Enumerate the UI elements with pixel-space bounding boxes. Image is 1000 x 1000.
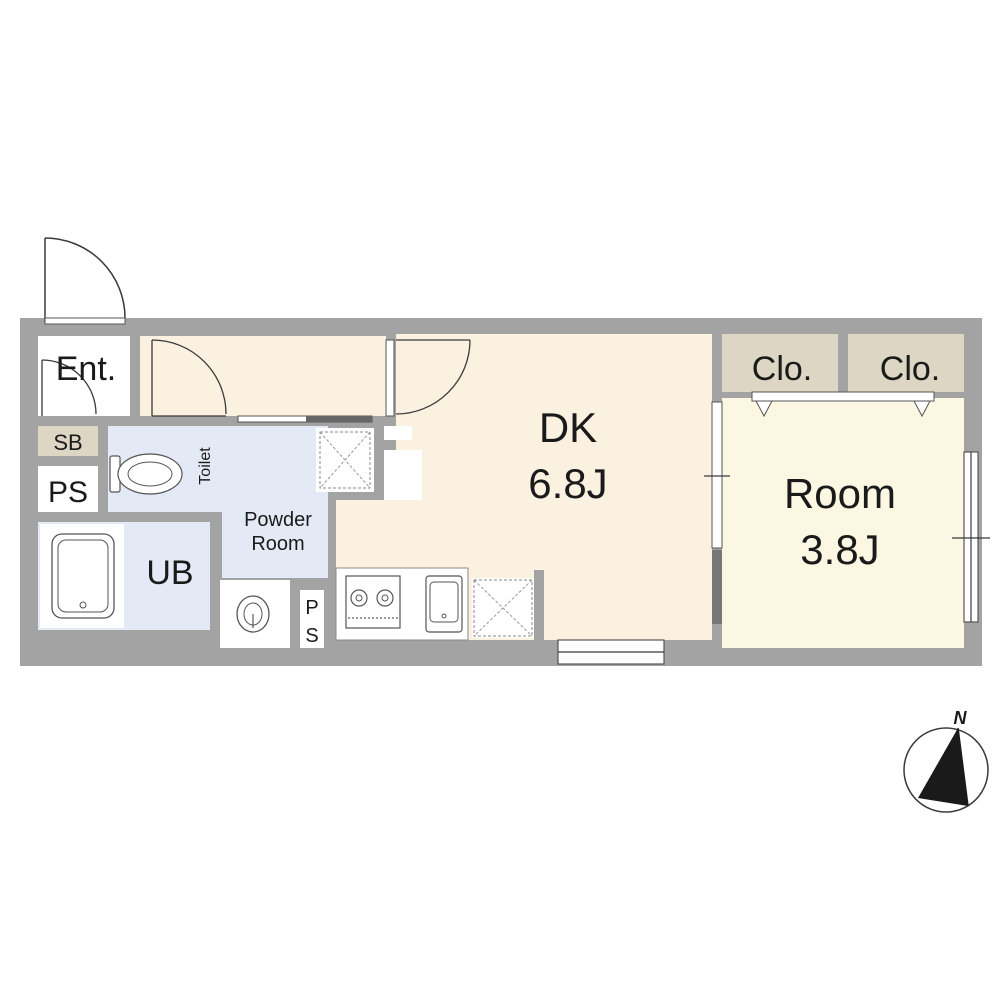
pipe-space-mid bbox=[300, 590, 324, 648]
closet-right bbox=[848, 334, 964, 392]
label-powder-room-2: Room bbox=[251, 533, 304, 555]
label-dk-size: 6.8J bbox=[528, 460, 607, 507]
label-entrance: Ent. bbox=[56, 350, 116, 388]
label-pipe-space-left: PS bbox=[48, 476, 88, 509]
label-pipe-space-p: P bbox=[305, 597, 318, 619]
stove-icon bbox=[345, 575, 401, 629]
toilet-icon bbox=[109, 453, 183, 495]
compass-icon bbox=[903, 727, 989, 813]
sink-icon bbox=[425, 575, 463, 633]
label-powder-room-1: Powder bbox=[244, 509, 312, 531]
powder-sliding-panel bbox=[306, 416, 372, 422]
powder-room-floor bbox=[222, 426, 328, 578]
entrance-door-swing bbox=[44, 237, 126, 319]
label-room-size: 3.8J bbox=[800, 526, 879, 573]
label-unit-bath: UB bbox=[146, 554, 193, 592]
closet-left bbox=[722, 334, 838, 392]
closet-hinge-left bbox=[755, 400, 773, 418]
closet-hinge-right bbox=[913, 400, 931, 418]
label-closet-right: Clo. bbox=[880, 350, 940, 388]
label-shoe-box: SB bbox=[53, 430, 82, 455]
small-box-a bbox=[384, 426, 412, 440]
counter-divider bbox=[534, 570, 544, 640]
label-dk-name: DK bbox=[539, 404, 597, 451]
compass-north-label: N bbox=[954, 708, 968, 728]
storage-x-icon bbox=[319, 431, 371, 489]
room-floor bbox=[722, 398, 964, 648]
shoe-box bbox=[38, 426, 98, 456]
entrance-door-leaf bbox=[44, 317, 126, 325]
label-room-name: Room bbox=[784, 470, 896, 517]
dk-door-swing bbox=[395, 339, 471, 415]
washbasin-icon bbox=[236, 595, 270, 633]
label-closet-left: Clo. bbox=[752, 350, 812, 388]
dk-door-leaf bbox=[385, 339, 395, 417]
entrance-floor bbox=[38, 336, 130, 416]
hallway-door-swing bbox=[151, 339, 227, 415]
sliding-door bbox=[711, 401, 723, 549]
fridge-x-icon bbox=[473, 579, 533, 637]
hallway-floor bbox=[140, 336, 386, 416]
small-box-b bbox=[384, 450, 422, 500]
pipe-space-left bbox=[38, 466, 98, 512]
label-toilet: Toilet bbox=[197, 447, 214, 485]
label-pipe-space-s: S bbox=[305, 625, 318, 647]
sliding-door-lower bbox=[712, 550, 722, 624]
bathtub-icon bbox=[51, 533, 115, 619]
closet-rail bbox=[751, 391, 935, 402]
entrance-inner-door-swing bbox=[41, 359, 97, 415]
